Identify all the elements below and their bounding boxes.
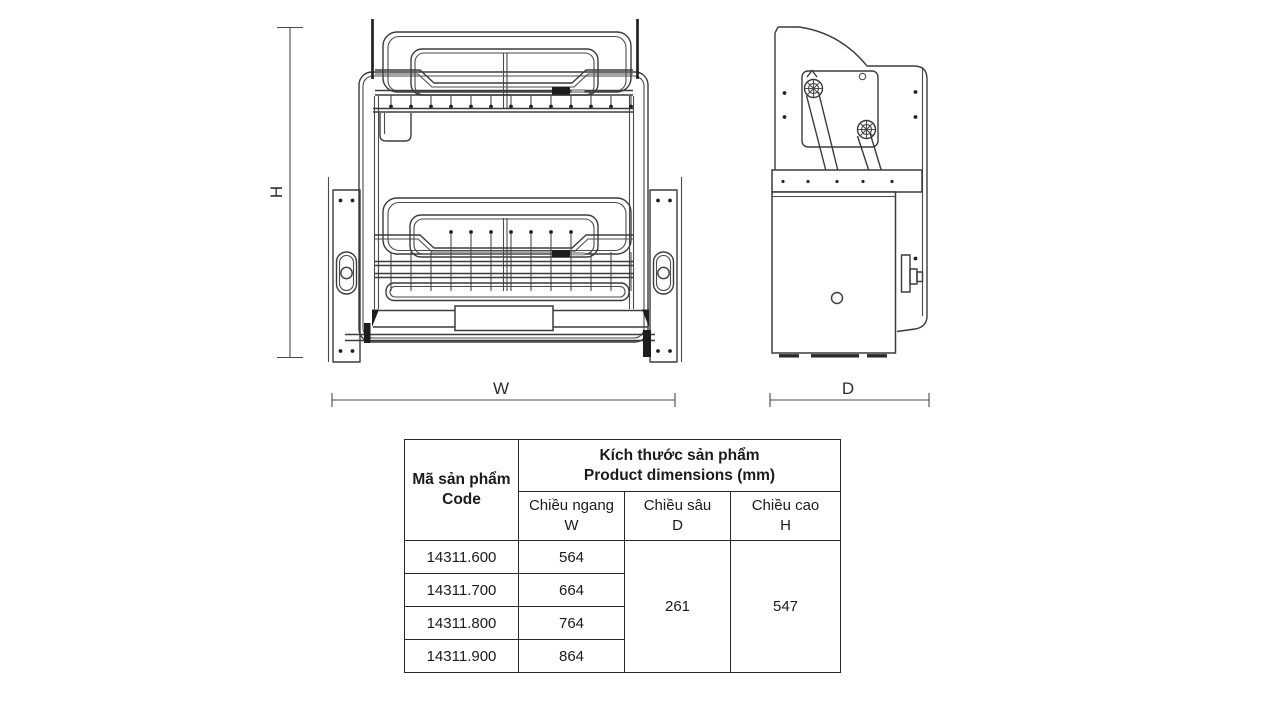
bottom-rail	[345, 305, 655, 357]
pin-hole	[858, 72, 867, 81]
lower-basket	[375, 197, 633, 302]
height-merged-cell: 547	[730, 540, 841, 673]
side-box	[771, 169, 924, 358]
side-latch	[900, 254, 924, 293]
code-cell: 14311.800	[404, 606, 519, 640]
col-header-code: Mã sản phẩm Code	[404, 439, 519, 541]
table-row: 14311.700 664	[404, 573, 841, 607]
left-foot	[364, 323, 371, 343]
width-cell: 764	[518, 606, 625, 640]
width-cell: 864	[518, 639, 625, 673]
group-header-en: Product dimensions (mm)	[583, 466, 776, 484]
table-row: 14311.900 864	[404, 639, 841, 673]
panel-dots	[782, 90, 918, 119]
depth-merged-cell: 261	[624, 540, 731, 673]
upper-basket	[371, 19, 639, 142]
screw-dots	[656, 198, 672, 353]
height-dimension: H	[267, 26, 303, 359]
table-row: 14311.800 764	[404, 606, 841, 640]
width-cell: 664	[518, 573, 625, 607]
code-cell: 14311.600	[404, 540, 519, 574]
col-header-height: Chiều cao H	[730, 491, 841, 541]
front-view: H W	[267, 19, 683, 407]
phillips-screw-icon	[856, 119, 877, 140]
group-header-dimensions: Kích thước sản phẩm Product dimensions (…	[518, 439, 841, 492]
width-dimension: W	[331, 379, 676, 407]
screw-dots	[338, 198, 355, 353]
phillips-screw-icon	[803, 78, 824, 99]
utensil-holder	[379, 113, 412, 142]
code-cell: 14311.900	[404, 639, 519, 673]
pull-handle	[454, 305, 554, 332]
brand-tag-icon	[552, 250, 585, 258]
side-view: D	[769, 26, 930, 407]
right-foot	[643, 330, 651, 357]
col-header-code-en: Code	[442, 491, 481, 508]
col-header-depth: Chiều sâu D	[624, 491, 731, 541]
group-header-vi: Kích thước sản phẩm	[599, 446, 760, 464]
width-cell: 564	[518, 540, 625, 574]
height-label: H	[267, 186, 286, 198]
brand-tag-icon	[552, 87, 585, 95]
product-dimensions-table: Mã sản phẩm Code Kích thước sản phẩm Pro…	[404, 439, 841, 673]
oval-handle-slot	[652, 251, 675, 295]
table-row: 14311.600 564 261 547	[404, 540, 841, 673]
box-hole	[830, 291, 844, 305]
col-header-width: Chiều ngang W	[518, 491, 625, 541]
left-mounting-plate	[327, 177, 361, 363]
width-label: W	[493, 379, 509, 398]
depth-dimension: D	[769, 379, 930, 407]
oval-handle-slot	[335, 251, 358, 295]
mounting-arms	[801, 69, 883, 172]
right-mounting-plate	[649, 177, 683, 363]
depth-label: D	[842, 379, 854, 398]
code-cell: 14311.700	[404, 573, 519, 607]
col-header-code-vi: Mã sản phẩm	[412, 471, 511, 488]
